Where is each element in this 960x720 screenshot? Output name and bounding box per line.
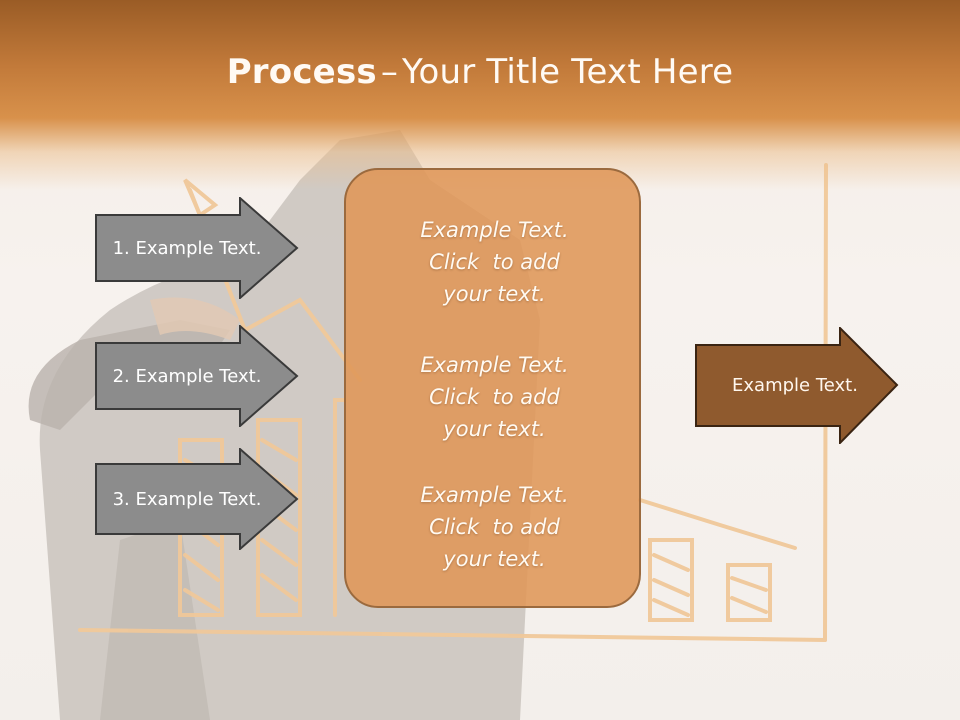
- center-block-2-line-2: Click to add: [429, 385, 560, 409]
- output-label: Example Text.: [732, 375, 858, 396]
- title-band: [0, 0, 960, 190]
- center-block-1-line-3: your text.: [443, 282, 546, 306]
- center-block-1-line-2: Click to add: [429, 250, 560, 274]
- center-block-3-line-3: your text.: [443, 547, 546, 571]
- title-dash: –: [380, 52, 399, 92]
- title-rest: Your Title Text Here: [402, 52, 734, 92]
- center-block-2-line-3: your text.: [443, 417, 546, 441]
- arrow-shape-icon: [695, 325, 899, 446]
- arrow-shape-icon: [95, 448, 299, 550]
- center-block-3-line-1: Example Text.: [420, 483, 569, 507]
- slide-title[interactable]: Process–Your Title Text Here: [0, 52, 960, 92]
- center-block-2: Example Text. Click to add your text.: [346, 349, 643, 445]
- center-block-3: Example Text. Click to add your text.: [346, 479, 643, 575]
- arrow-shape-icon: [95, 325, 299, 427]
- step-arrow-2[interactable]: 2. Example Text.: [95, 325, 299, 427]
- step-arrow-1[interactable]: 1. Example Text.: [95, 197, 299, 299]
- arrow-shape-icon: [95, 197, 299, 299]
- center-block-1: Example Text. Click to add your text.: [346, 214, 643, 310]
- step-arrow-3[interactable]: 3. Example Text.: [95, 448, 299, 550]
- title-bold: Process: [226, 52, 377, 92]
- output-arrow[interactable]: Example Text.: [695, 325, 899, 446]
- center-text-box[interactable]: Example Text. Click to add your text. Ex…: [344, 168, 641, 608]
- center-block-3-line-2: Click to add: [429, 515, 560, 539]
- step-label-3: 3. Example Text.: [112, 488, 262, 510]
- center-block-1-line-1: Example Text.: [420, 218, 569, 242]
- center-block-2-line-1: Example Text.: [420, 353, 569, 377]
- step-label-2: 2. Example Text.: [112, 365, 262, 387]
- step-label-1: 1. Example Text.: [112, 237, 262, 259]
